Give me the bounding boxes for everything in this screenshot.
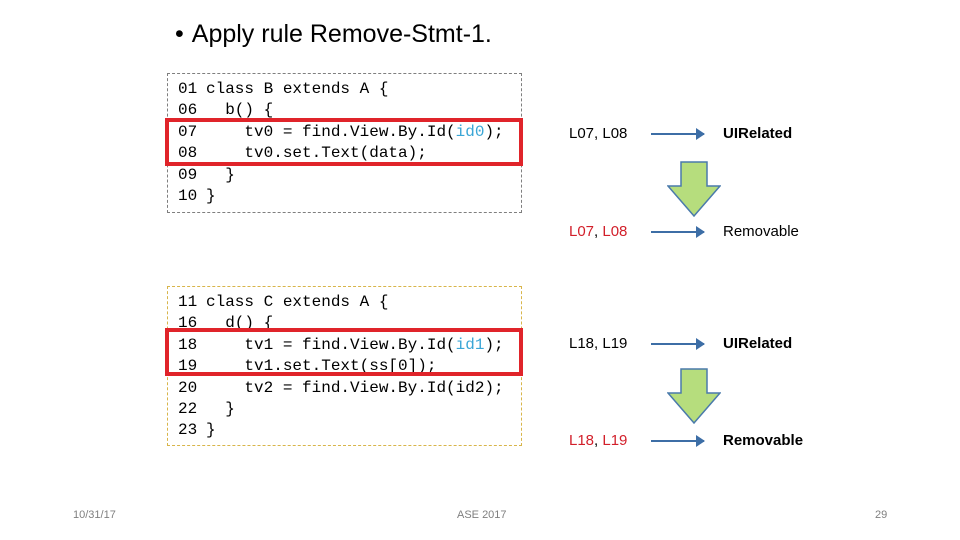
highlight-box-lines-18-19	[165, 328, 523, 376]
code-text: }	[206, 186, 216, 205]
footer-page-number: 29	[875, 509, 888, 521]
footer-date: 10/31/17	[73, 509, 116, 521]
line-number: 09	[178, 165, 198, 184]
code-line: 06 b() {	[178, 100, 504, 121]
line-number: 22	[178, 399, 198, 418]
row3-lines-label: L18, L19	[569, 335, 628, 352]
code-line: 11 class C extends A {	[178, 292, 504, 313]
code-lines: 11 class C extends A { 16 d() { 18 tv1 = …	[178, 292, 504, 442]
line-number: 23	[178, 421, 198, 440]
highlight-box-lines-07-08	[165, 118, 523, 166]
code-text: tv2 = find.View.By.Id(id2);	[206, 378, 504, 397]
removed-line-ref: L08	[602, 223, 628, 240]
code-line: 23}	[178, 420, 504, 441]
code-text: tv0 = find.View.By.Id(	[206, 122, 456, 141]
code-line: 09 }	[178, 165, 504, 186]
line-number: 16	[178, 314, 198, 333]
view-id: id0	[455, 122, 485, 141]
row1-lines-label: L07, L08	[569, 125, 628, 142]
right-arrow-icon	[651, 226, 705, 238]
row4-status-label: Removable	[723, 432, 804, 449]
line-number: 08	[178, 144, 198, 163]
line-number: 20	[178, 378, 198, 397]
code-text: }	[206, 399, 235, 418]
code-block-class-c: 11 class C extends A { 16 d() { 18 tv1 = …	[167, 286, 522, 446]
down-arrow-icon	[667, 161, 721, 217]
code-line: 19 tv1.set.Text(ss[0]);	[178, 356, 504, 377]
line-number: 11	[178, 293, 198, 311]
right-arrow-icon	[651, 128, 705, 140]
row3-status-label: UIRelated	[723, 335, 793, 352]
row2-status-label: Removable	[723, 223, 799, 240]
down-arrow-icon	[667, 368, 721, 424]
removed-line-ref: L19	[602, 432, 628, 449]
code-line: 10}	[178, 186, 504, 207]
code-text: tv0.set.Text(data);	[206, 144, 427, 163]
code-text: );	[484, 335, 504, 354]
code-line: 20 tv2 = find.View.By.Id(id2);	[178, 378, 504, 399]
right-arrow-icon	[651, 435, 705, 447]
footer-conference: ASE 2017	[457, 509, 507, 521]
removed-line-ref: L07	[569, 223, 595, 240]
code-text: }	[206, 165, 235, 184]
down-arrow-shape	[667, 368, 721, 424]
separator: ,	[594, 223, 603, 240]
code-lines: 01 class B extends A { 06 b() { 07 tv0 = …	[178, 79, 504, 207]
down-arrow-shape	[667, 161, 721, 217]
line-number: 07	[178, 122, 198, 141]
line-number: 10	[178, 186, 198, 205]
slide-title: •Apply rule Remove-Stmt-1.	[175, 20, 492, 49]
row2-lines-label: L07, L08	[569, 223, 627, 240]
code-text: class C extends A {	[206, 293, 389, 311]
view-id: id1	[455, 335, 485, 354]
row1-status-label: UIRelated	[723, 125, 793, 142]
code-line: 08 tv0.set.Text(data);	[178, 143, 504, 164]
right-arrow-icon	[651, 338, 705, 350]
row4-lines-label: L18, L19	[569, 432, 627, 449]
line-number: 06	[178, 101, 198, 120]
code-text: }	[206, 421, 216, 440]
code-line: 18 tv1 = find.View.By.Id(id1);	[178, 335, 504, 356]
code-text: d() {	[206, 314, 274, 333]
code-line: 22 }	[178, 399, 504, 420]
line-number: 18	[178, 335, 198, 354]
line-number: 01	[178, 80, 198, 98]
removed-line-ref: L18	[569, 432, 595, 449]
code-text: );	[484, 122, 504, 141]
code-text: b() {	[206, 101, 274, 120]
code-line: 01 class B extends A {	[178, 79, 504, 100]
code-line: 16 d() {	[178, 313, 504, 334]
code-block-class-b: 01 class B extends A { 06 b() { 07 tv0 = …	[167, 73, 522, 213]
code-text: tv1.set.Text(ss[0]);	[206, 357, 437, 376]
separator: ,	[594, 432, 603, 449]
code-line: 07 tv0 = find.View.By.Id(id0);	[178, 122, 504, 143]
code-text: tv1 = find.View.By.Id(	[206, 335, 456, 354]
title-text: Apply rule Remove-Stmt-1.	[191, 20, 492, 48]
code-text: class B extends A {	[206, 80, 389, 98]
bullet: •	[175, 20, 184, 48]
line-number: 19	[178, 357, 198, 376]
